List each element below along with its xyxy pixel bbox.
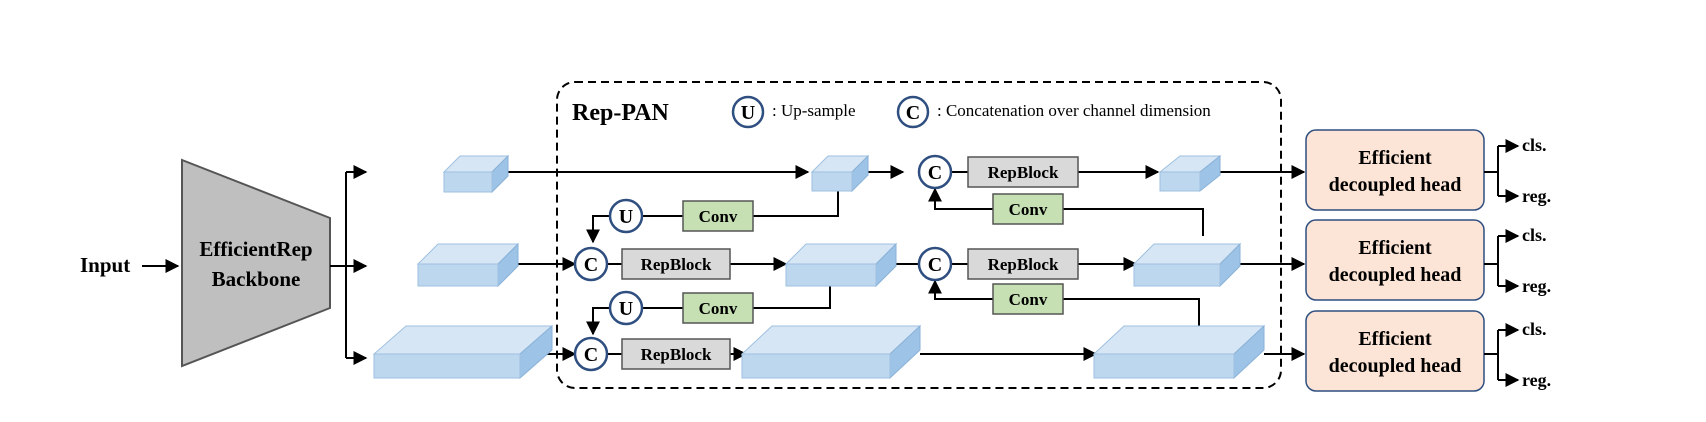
- svg-text:Efficient: Efficient: [1358, 237, 1432, 259]
- svg-text:C: C: [928, 162, 942, 184]
- connections: [508, 165, 1306, 361]
- concat-node-mid-right: C: [917, 246, 953, 282]
- conv-block-bottom-up-2: Conv: [992, 283, 1064, 315]
- feature-map-backbone-p5: [372, 324, 554, 380]
- svg-text:Conv: Conv: [699, 299, 738, 318]
- svg-text:U: U: [619, 298, 633, 320]
- feature-map-neck-mid-1: [784, 242, 898, 288]
- decoupled-head-1: Efficient decoupled head cls. reg.: [1305, 129, 1551, 211]
- feature-map-backbone-p4: [416, 242, 520, 288]
- repblock-bottom-up-mid: RepBlock: [967, 248, 1079, 280]
- concat-node-bot-left: C: [573, 336, 609, 372]
- conv-block-bottom-up-1: Conv: [992, 193, 1064, 225]
- legend-concat: C : Concatenation over channel dimension: [896, 95, 1211, 129]
- svg-text:RepBlock: RepBlock: [988, 163, 1059, 182]
- svg-text:RepBlock: RepBlock: [641, 345, 712, 364]
- input-label: Input: [80, 253, 130, 277]
- head-3-cls-label: cls.: [1522, 319, 1547, 339]
- svg-text:RepBlock: RepBlock: [641, 255, 712, 274]
- svg-text:Conv: Conv: [1009, 290, 1048, 309]
- svg-text:C: C: [584, 254, 598, 276]
- svg-text:Efficient: Efficient: [1358, 147, 1432, 169]
- head-3-reg-label: reg.: [1522, 370, 1551, 390]
- legend-upsample-text: : Up-sample: [772, 101, 856, 120]
- conv-block-top-down-1: Conv: [682, 200, 754, 232]
- svg-text:decoupled head: decoupled head: [1329, 264, 1462, 286]
- rep-pan-region: [556, 81, 1282, 389]
- concat-node-top-right: C: [917, 154, 953, 190]
- svg-text:RepBlock: RepBlock: [988, 255, 1059, 274]
- feature-map-neck-top-1: [810, 154, 870, 193]
- feature-map-neck-top-out: [1158, 154, 1222, 193]
- head-2-reg-label: reg.: [1522, 276, 1551, 296]
- rep-pan-title: Rep-PAN: [572, 100, 670, 126]
- conv-block-top-down-2: Conv: [682, 292, 754, 324]
- svg-text:decoupled head: decoupled head: [1329, 174, 1462, 196]
- repblock-top-down-mid: RepBlock: [621, 248, 731, 280]
- legend-concat-text: : Concatenation over channel dimension: [937, 101, 1211, 120]
- head-1-reg-label: reg.: [1522, 186, 1551, 206]
- legend-upsample-symbol: U: [741, 102, 755, 124]
- backbone-label-line2: Backbone: [212, 267, 301, 291]
- repblock-bottom-up-top: RepBlock: [967, 156, 1079, 188]
- repblock-top-down-bot: RepBlock: [621, 338, 731, 370]
- svg-text:C: C: [584, 344, 598, 366]
- backbone-label-line1: EfficientRep: [199, 237, 312, 261]
- feature-map-neck-mid-out: [1132, 242, 1242, 288]
- svg-text:C: C: [928, 254, 942, 276]
- svg-text:decoupled head: decoupled head: [1329, 355, 1462, 377]
- feature-map-backbone-p3: [442, 154, 510, 194]
- head-2-cls-label: cls.: [1522, 225, 1547, 245]
- decoupled-head-2: Efficient decoupled head cls. reg.: [1305, 219, 1551, 301]
- legend-upsample: U : Up-sample: [731, 95, 856, 129]
- decoupled-head-3: Efficient decoupled head cls. reg.: [1305, 310, 1551, 392]
- concat-node-mid-left: C: [573, 246, 609, 282]
- head-1-cls-label: cls.: [1522, 135, 1547, 155]
- svg-text:Conv: Conv: [699, 207, 738, 226]
- upsample-node-top: U: [608, 198, 644, 234]
- legend-concat-symbol: C: [906, 102, 920, 124]
- upsample-node-bottom: U: [608, 290, 644, 326]
- feature-map-neck-bot-out: [1092, 324, 1266, 380]
- backbone-trapezoid: [181, 158, 331, 368]
- svg-text:Efficient: Efficient: [1358, 328, 1432, 350]
- feature-map-neck-bot-1: [740, 324, 922, 380]
- svg-text:Conv: Conv: [1009, 200, 1048, 219]
- svg-text:U: U: [619, 206, 633, 228]
